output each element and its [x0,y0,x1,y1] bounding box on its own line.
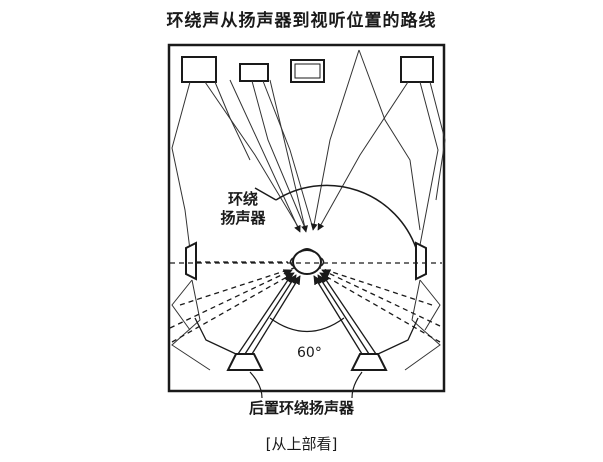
front-reflection-paths [171,49,446,251]
rear-left-speaker [226,353,264,371]
rear-surround-caption: 后置环绕扬声器 [248,399,354,417]
rear-right-speaker [350,353,388,371]
center-left-speaker [239,63,269,82]
right-surround-speaker [415,241,427,281]
surround-arc [275,184,417,249]
front-left-speaker [181,56,217,83]
rear-pointer-left [249,371,263,399]
angle-arc [269,317,345,333]
rear-direct-paths [194,273,419,355]
listener-head [289,248,325,275]
room-outline [167,43,446,393]
side-reflection-paths [171,279,441,371]
surround-arc-pointer [254,187,277,201]
rear-pointer-right [351,371,363,399]
left-surround-speaker [185,241,197,281]
angle-label: 60° [297,345,322,361]
screen [290,59,325,83]
surround-speaker-label: 环绕 扬声器 [212,190,274,228]
view-note: [从上部看] [265,435,338,453]
diagram-title: 环绕声从扬声器到视听位置的路线 [166,11,437,31]
direct-paths [169,261,441,343]
surround-speaker-label-line1: 环绕 [227,190,258,208]
surround-speaker-label-line2: 扬声器 [220,209,266,227]
screen-inner [294,63,321,79]
front-right-speaker [400,56,434,83]
